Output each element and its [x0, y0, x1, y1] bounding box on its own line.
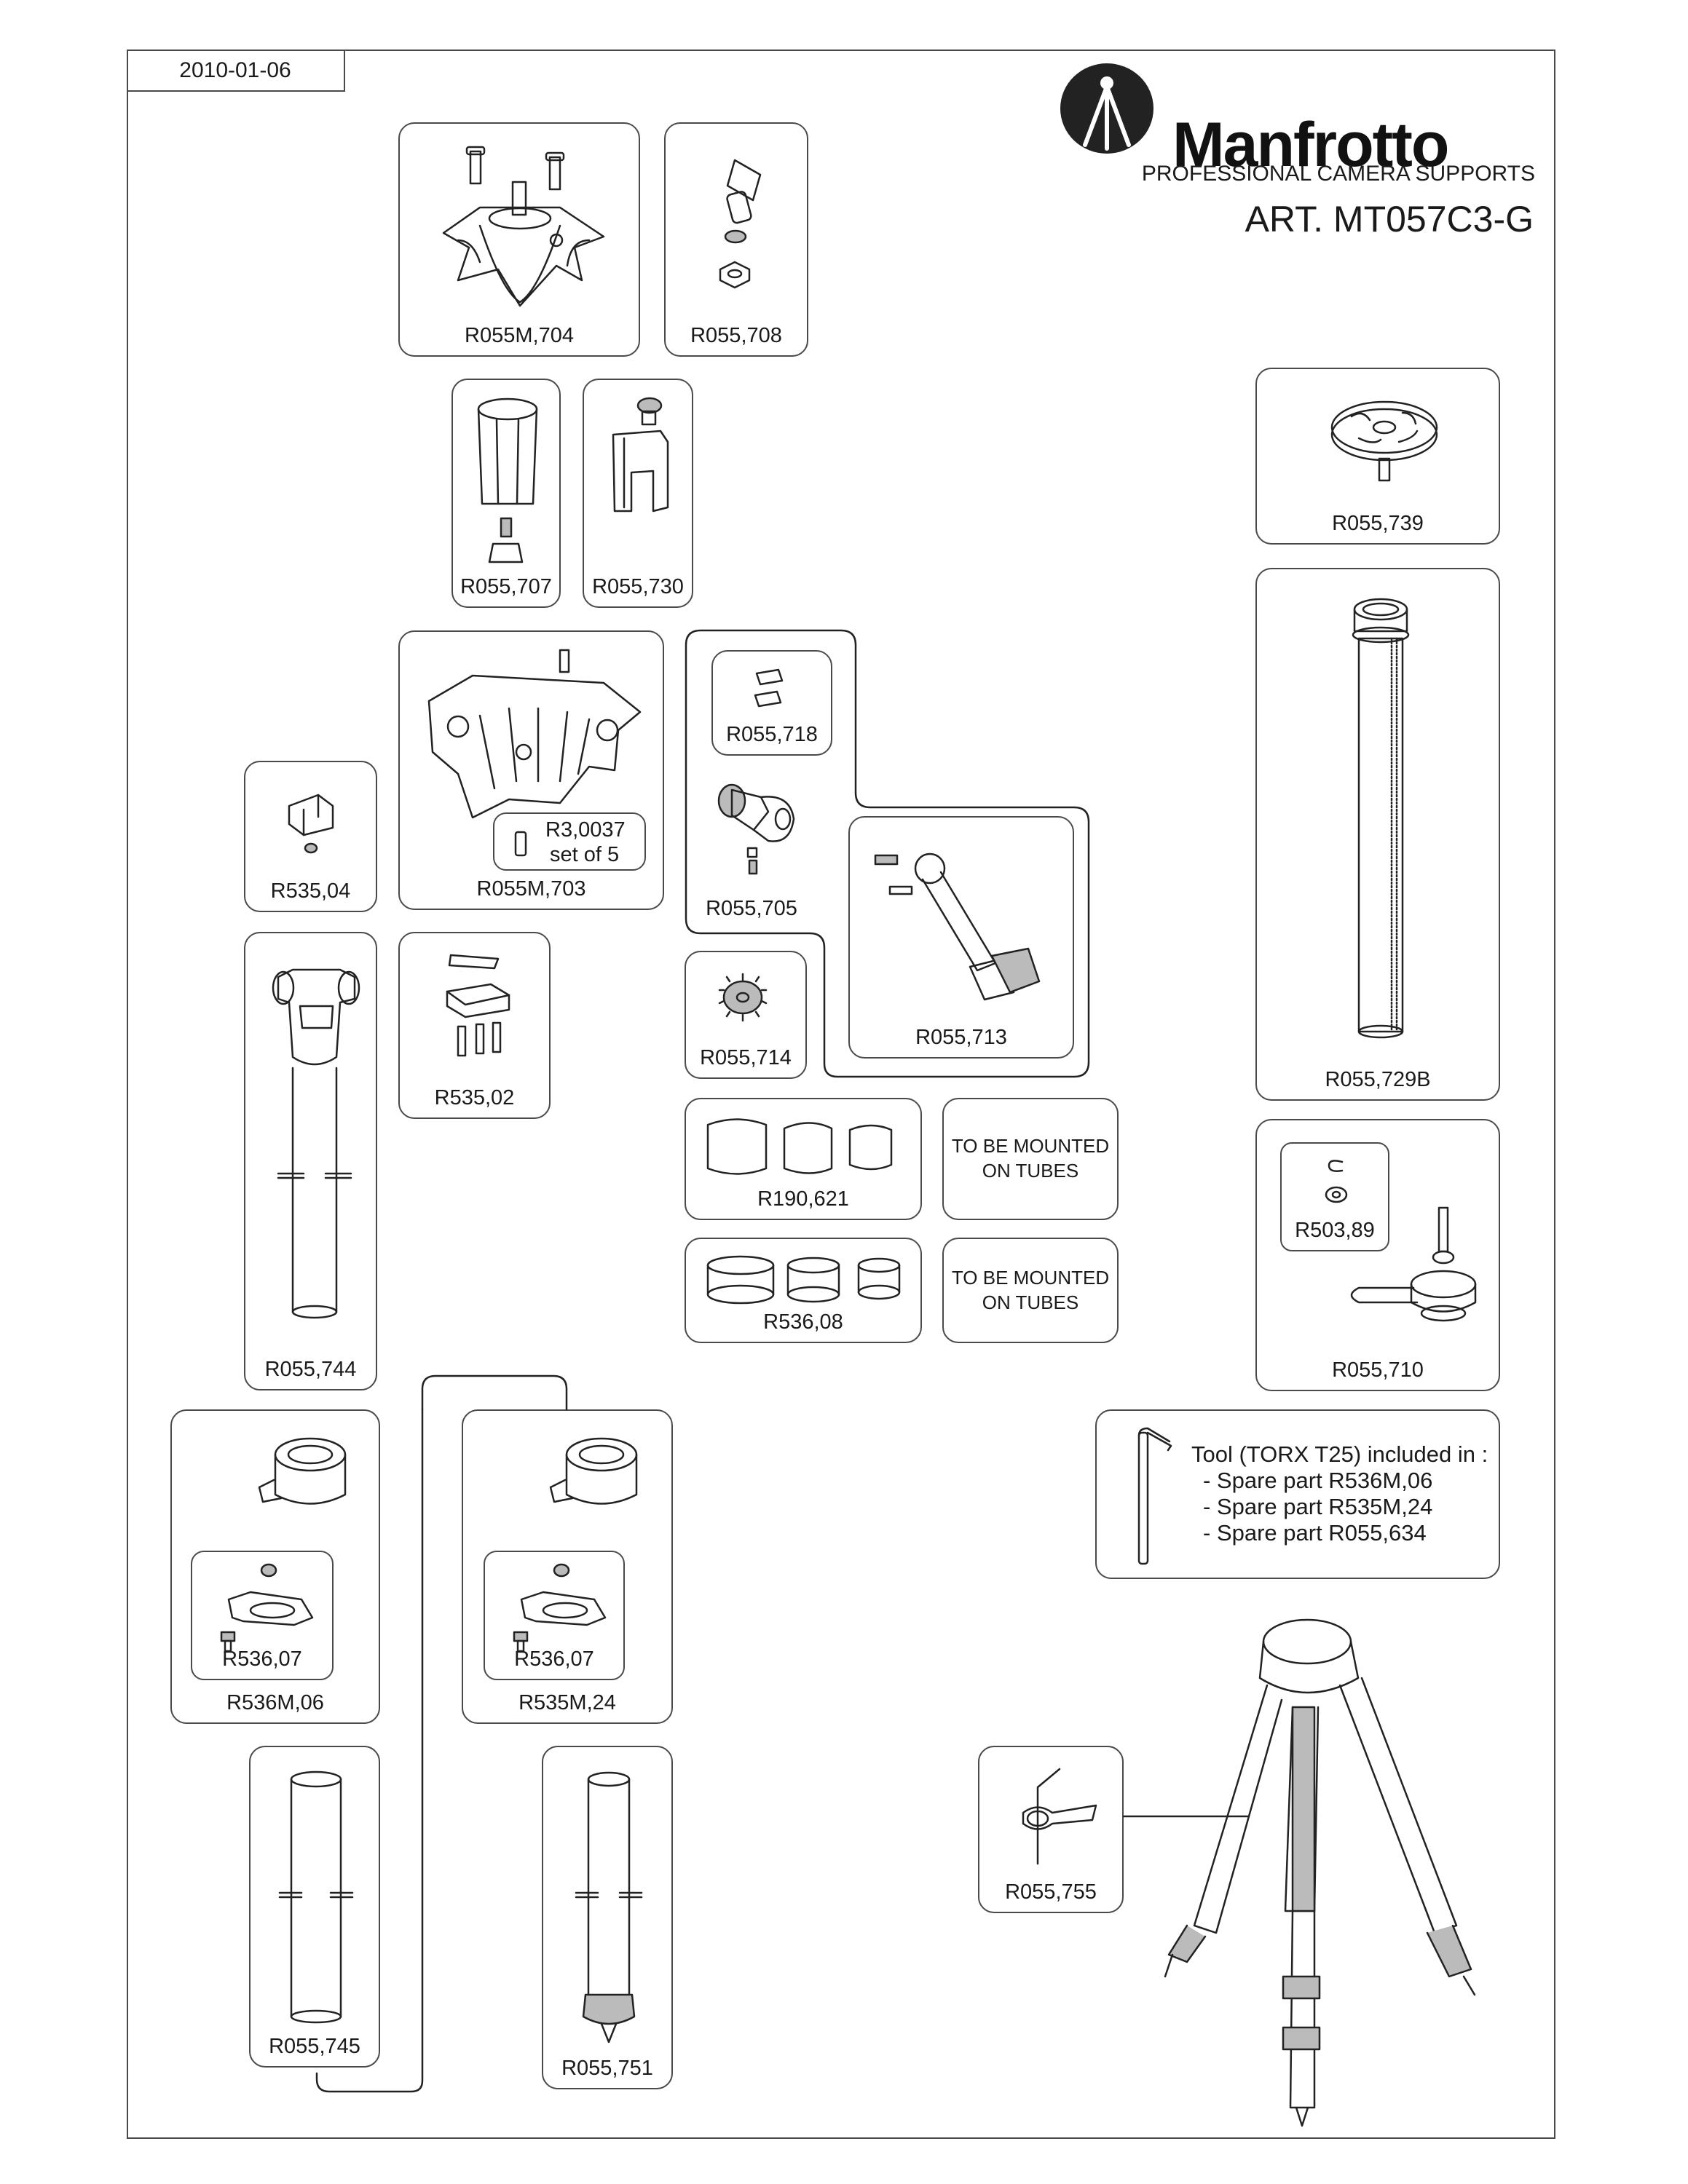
part-r055744: R055,744	[244, 932, 377, 1390]
part-label: R055,755	[1005, 1880, 1097, 1904]
part-label: R536,07	[222, 1647, 302, 1671]
drawing-frame	[127, 50, 1555, 2139]
part-label: R055,744	[264, 1358, 357, 1381]
part-r536m06: R536,07 R536M,06	[170, 1409, 380, 1724]
note-line: ON TUBES	[982, 1291, 1079, 1313]
part-r190621: R190,621	[685, 1098, 922, 1220]
part-r055708: R055,708	[664, 122, 808, 357]
leg-cap-drawing	[288, 794, 334, 854]
part-r53608: R536,08	[685, 1238, 922, 1343]
part-label: R055,745	[269, 2035, 360, 2058]
lever-clamp-drawing	[513, 1563, 607, 1653]
part-r055730: R055,730	[583, 379, 693, 608]
part-label: R055,714	[700, 1046, 792, 1069]
part-r055755: R055,755	[978, 1746, 1124, 1913]
part-r53504: R535,04	[244, 761, 377, 912]
part-label: R055,739	[1332, 512, 1424, 535]
leg-angle-lever-drawing	[874, 852, 1041, 1001]
part-note: set of 5	[550, 843, 620, 866]
tool-line-1: Tool (TORX T25) included in :	[1191, 1441, 1488, 1467]
torx-key-icon	[1137, 1427, 1172, 1565]
part-r055739: R055,739	[1255, 368, 1500, 545]
gear-icon	[718, 973, 768, 1022]
part-label: R055,751	[561, 2057, 653, 2080]
pin-icon	[514, 831, 527, 857]
part-label: R536,07	[514, 1647, 594, 1671]
bottom-leg-tube-drawing	[575, 1771, 643, 2043]
column-lock-drawing	[1350, 1206, 1477, 1322]
brand-name: Manfrotto	[1172, 110, 1449, 180]
part-label: R055,710	[1332, 1358, 1424, 1382]
mount-note-2: TO BE MOUNTED ON TUBES	[942, 1238, 1119, 1343]
tool-info-box	[1095, 1409, 1500, 1579]
part-label: R503,89	[1295, 1219, 1375, 1242]
sleeve-lock-drawing	[477, 397, 538, 563]
part-label: R055M,704	[465, 324, 574, 347]
part-label: R535,02	[434, 1086, 515, 1109]
part-r055710: R503,89 R055,710	[1255, 1119, 1500, 1391]
leg-lock-drawing	[717, 783, 795, 875]
part-label: R055,718	[726, 723, 818, 746]
mount-note-1: TO BE MOUNTED ON TUBES	[942, 1098, 1119, 1220]
part-r055m703: R3,0037 set of 5 R055M,703	[398, 630, 664, 910]
spacer-rings-drawing	[706, 1255, 901, 1305]
tool-line-4: - Spare part R055,634	[1203, 1520, 1427, 1546]
part-r055714: R055,714	[685, 951, 807, 1079]
head-plate-drawing	[1330, 400, 1438, 482]
part-r055751: R055,751	[542, 1746, 673, 2089]
knob-screw-drawing	[719, 159, 762, 289]
connector-line	[315, 1374, 568, 2093]
part-r055729b: R055,729B	[1255, 568, 1500, 1101]
part-label: R536,08	[763, 1310, 843, 1334]
part-label: R055M,703	[476, 877, 586, 901]
part-r055m704: R055M,704	[398, 122, 640, 357]
spider-casting-drawing	[427, 649, 642, 819]
part-label: R535M,24	[518, 1691, 616, 1714]
clamp-insert-drawing	[612, 397, 669, 513]
top-casting-drawing	[442, 146, 605, 307]
note-line: TO BE MOUNTED	[951, 1266, 1110, 1289]
part-r53607a: R536,07	[191, 1551, 334, 1680]
manfrotto-logo-icon	[1060, 63, 1153, 154]
part-label: R055,707	[460, 575, 552, 598]
part-label: R055,729B	[1325, 1068, 1431, 1091]
tool-line-2: - Spare part R536M,06	[1203, 1468, 1433, 1493]
note-line: TO BE MOUNTED	[951, 1135, 1110, 1158]
part-r53607b: R536,07	[484, 1551, 625, 1680]
part-label: R190,621	[757, 1187, 849, 1211]
part-label: R055,713	[915, 1026, 1007, 1049]
part-label: R535,04	[270, 879, 351, 903]
part-r055713: R055,713	[848, 816, 1074, 1059]
tool-line-3: - Spare part R535M,24	[1203, 1494, 1433, 1519]
part-r50389: R503,89	[1280, 1142, 1389, 1251]
part-label: R055,730	[592, 575, 684, 598]
date-box: 2010-01-06	[127, 50, 345, 92]
group-outline	[685, 629, 1090, 1078]
assembled-tripod-drawing	[1164, 1618, 1476, 2127]
clip-drawing	[754, 668, 784, 708]
leg-lock-collar-drawing	[549, 1437, 638, 1505]
part-r30037: R3,0037 set of 5	[493, 812, 646, 871]
part-label: R055,705	[706, 897, 797, 920]
lever-clamp-drawing	[220, 1563, 314, 1653]
part-r055745: R055,745	[249, 1746, 380, 2068]
lower-leg-tube-drawing	[278, 1770, 354, 2024]
leg-lock-collar-drawing	[258, 1437, 347, 1505]
part-label: R055,708	[690, 324, 782, 347]
part-label: R536M,06	[226, 1691, 324, 1714]
upper-leg-drawing	[272, 968, 360, 1319]
bushing-rings-drawing	[706, 1118, 893, 1175]
part-r535m24: R536,07 R535M,24	[462, 1409, 673, 1724]
part-r53502: R535,02	[398, 932, 551, 1119]
part-label: R3,0037	[545, 818, 626, 842]
part-r055707: R055,707	[451, 379, 561, 608]
part-r055718: R055,718	[711, 650, 832, 756]
brand-tagline: PROFESSIONAL CAMERA SUPPORTS	[1141, 162, 1535, 186]
article-number: ART. MT057C3-G	[1245, 199, 1534, 240]
note-line: ON TUBES	[982, 1160, 1079, 1182]
washer-drawing	[1325, 1160, 1348, 1203]
hinge-kit-drawing	[446, 954, 510, 1057]
center-column-drawing	[1352, 598, 1410, 1039]
hook-clip-drawing	[1022, 1768, 1097, 1865]
